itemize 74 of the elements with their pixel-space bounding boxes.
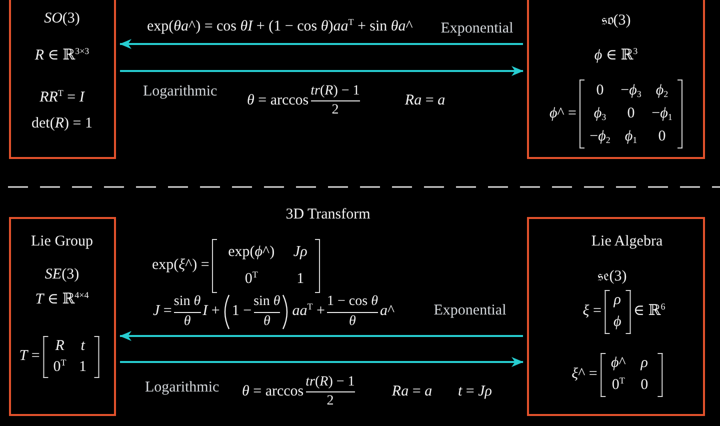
math-formula: 1 − [232,303,252,321]
matrix-entry: 0$^{T}$ [53,358,66,376]
matrix-entry: ϕ [614,314,622,332]
math-formula: t = Jρ [458,383,492,401]
arrow [120,39,523,49]
matrix-entry: Jρ [293,244,308,262]
matrix-entry: 1 [79,358,87,376]
matrix-entry: ϕ^ [610,355,626,373]
edge-label: Exponential [440,20,514,38]
fraction-denominator: θ [263,314,270,330]
edge-label: Logarithmic [143,83,218,101]
fraction-numerator: tr(R) − 1 [306,374,355,390]
matrix-entry: ϕ$_{1}$ [624,128,638,146]
fraction-numerator: tr(R) − 1 [310,83,360,100]
math-formula: θ = arccos [247,92,309,110]
matrix-entry: ρ [640,355,648,373]
math-formula: SE(3) [44,266,80,284]
matrix-entry: ϕ$_{3}$ [594,105,606,123]
matrix-entry: 0 [640,377,648,395]
matrix-entry: 0$^{T}$ [244,270,258,288]
math-formula: aa$^{T}$ + [292,303,326,321]
fraction-denominator: 2 [326,394,334,410]
math-formula: ϕ ∈ ℝ$^{3}$ [594,47,638,65]
matrix-entry: 0 [596,82,604,100]
math-formula: I + [202,303,220,321]
matrix-entry: 0 [627,105,635,123]
math-formula: R ∈ ℝ$^{3×3}$ [34,47,90,65]
section-heading: 3D Transform [286,206,370,224]
matrix-entry: ϕ$_{2}$ [656,82,668,100]
arrow [120,331,523,341]
fraction-denominator: θ [349,314,356,330]
math-formula: T = [19,348,40,366]
arrow [120,357,524,367]
math-formula: ϕ^ = [550,105,576,123]
matrix-entry: −ϕ$_{3}$ [620,82,642,100]
math-formula: exp(θa^) = cos θI + (1 − cos θ)aa$^{T}$ + sin θa^ [147,18,413,36]
matrix-entry: ρ [614,292,621,310]
math-formula: J = [153,303,172,321]
math-formula: ξ = [582,303,602,321]
math-formula: T ∈ ℝ$^{4×4}$ [35,291,89,309]
matrix-entry: exp(ϕ^) [228,244,275,262]
fraction-numerator: sin θ [254,294,280,310]
matrix-entry: 0 [658,128,666,146]
math-formula: ∈ ℝ$^{6}$ [633,303,666,321]
math-formula: det(R) = 1 [32,115,92,133]
math-formula: SO(3) [44,10,80,28]
math-formula: 𝔰𝔬(3) [601,12,631,30]
fraction-numerator: 1 − cos θ [327,294,378,310]
matrix-entry: −ϕ$_{2}$ [590,128,610,146]
formula-panel [527,217,705,416]
matrix-entry: R [55,338,64,356]
formula-panel [9,0,116,159]
matrix-entry: −ϕ$_{1}$ [652,105,672,123]
fraction-denominator: 2 [332,102,339,119]
panel-heading: Lie Algebra [591,233,663,251]
edge-label: Exponential [434,302,506,320]
math-formula: ξ^ = [572,366,598,384]
matrix-entry: 0$^{T}$ [612,377,625,395]
edge-label: Logarithmic [145,379,220,397]
math-formula: Ra = a [392,383,432,401]
math-formula: θ = arccos [242,383,304,401]
formula-panel [527,0,705,159]
matrix-entry: t [80,338,85,356]
math-formula: RR$^{T}$ = I [40,89,84,107]
math-formula: a^ [380,303,395,321]
formula-panel [9,217,116,416]
panel-heading: Lie Group [30,233,94,251]
fraction-numerator: sin θ [174,294,201,310]
matrix-entry: 1 [296,270,304,288]
math-formula: exp(ξ^) = [152,257,210,275]
arrow [120,66,524,76]
math-formula: 𝔰𝔢(3) [597,268,627,286]
fraction-denominator: θ [184,314,191,330]
math-formula: Ra = a [404,92,446,110]
